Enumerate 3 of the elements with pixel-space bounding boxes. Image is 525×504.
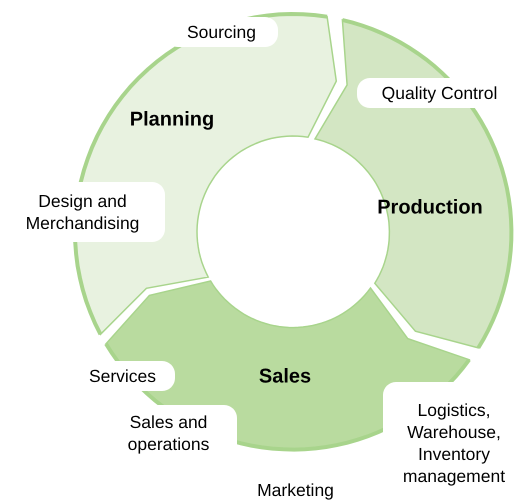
segment-title: Sales — [258, 365, 312, 388]
segment-title: Production — [377, 196, 483, 220]
segment-title: Planning — [130, 108, 214, 132]
